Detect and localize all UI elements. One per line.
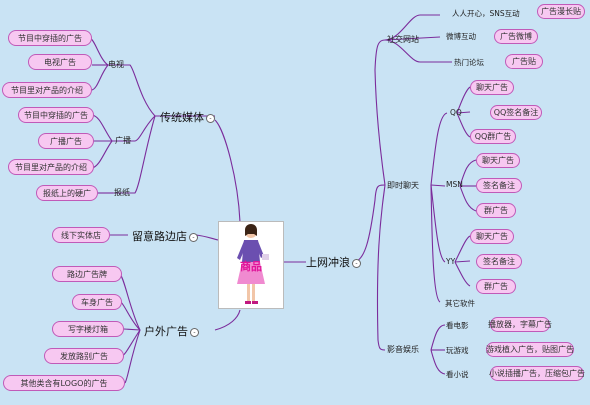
sub-radio[interactable]: 广播 — [115, 136, 131, 145]
newspaper-item-1[interactable]: 报纸上的硬广 — [36, 185, 98, 201]
outdoor-item-3[interactable]: 写字楼灯箱 — [52, 321, 124, 337]
outdoor-item-4[interactable]: 发放路别广告 — [44, 348, 124, 364]
msn-item-1[interactable]: 聊天广告 — [476, 153, 520, 168]
media-row-3-item[interactable]: 小说插播广告，压缩包广告 — [489, 366, 585, 381]
branch-roadside-label: 留意路边店 — [132, 230, 187, 243]
msn-item-3[interactable]: 群广告 — [476, 203, 516, 218]
social-row-3-label[interactable]: 热门论坛 — [454, 58, 484, 67]
collapse-icon[interactable]: - — [206, 113, 215, 123]
msn-item-2[interactable]: 签名备注 — [476, 178, 522, 193]
center-node[interactable]: 商品 — [218, 221, 284, 309]
connector-center-outdoor — [214, 309, 241, 331]
social-row-1-item[interactable]: 广告漫长贴 — [537, 4, 585, 19]
roadside-item-1[interactable]: 线下实体店 — [52, 227, 110, 243]
woman-figure-icon — [237, 224, 269, 304]
social-row-2-item[interactable]: 广告微博 — [494, 29, 538, 44]
social-row-1-label[interactable]: 人人开心，SNS互动 — [452, 9, 520, 18]
qq-item-1[interactable]: 聊天广告 — [470, 80, 514, 95]
outdoor-item-5[interactable]: 其他类含有LOGO的广告 — [3, 375, 125, 391]
connector-center-traditional — [214, 119, 241, 223]
sub-im[interactable]: 即时聊天 — [387, 181, 419, 190]
connector-center-roadside — [195, 234, 219, 241]
sub-media[interactable]: 影音娱乐 — [387, 345, 419, 354]
collapse-icon[interactable]: - — [352, 258, 361, 268]
media-row-2-label[interactable]: 玩游戏 — [446, 346, 469, 355]
tv-item-3[interactable]: 节目里对产品的介绍 — [2, 82, 92, 98]
social-row-3-item[interactable]: 广告贴 — [505, 54, 543, 69]
branch-outdoor[interactable]: 户外广告- — [144, 323, 199, 339]
radio-item-2[interactable]: 广播广告 — [38, 133, 94, 149]
im-yy[interactable]: YY — [446, 257, 456, 266]
media-row-1-item[interactable]: 播放器，字幕广告 — [488, 317, 552, 332]
outdoor-item-1[interactable]: 路边广告牌 — [52, 266, 122, 282]
qq-item-2[interactable]: QQ签名备注 — [490, 105, 542, 120]
collapse-icon[interactable]: - — [189, 232, 198, 242]
branch-roadside[interactable]: 留意路边店- — [132, 228, 198, 244]
im-qq[interactable]: QQ — [450, 108, 462, 117]
branch-outdoor-label: 户外广告 — [144, 325, 188, 338]
sub-tv[interactable]: 电视 — [108, 60, 124, 69]
radio-item-3[interactable]: 节目里对产品的介绍 — [8, 159, 94, 175]
tv-item-1[interactable]: 节目中穿插的广告 — [8, 30, 92, 46]
sub-social[interactable]: 社交网站 — [387, 35, 419, 44]
yy-item-2[interactable]: 签名备注 — [476, 254, 522, 269]
center-title: 商品 — [240, 260, 262, 273]
yy-item-1[interactable]: 聊天广告 — [470, 229, 514, 244]
branch-online-label: 上网冲浪 — [306, 256, 350, 269]
branch-traditional-media[interactable]: 传统媒体- — [160, 109, 215, 125]
social-row-2-label[interactable]: 微博互动 — [446, 32, 476, 41]
outdoor-item-2[interactable]: 车身广告 — [72, 294, 122, 310]
media-row-1-label[interactable]: 看电影 — [446, 321, 469, 330]
media-row-3-label[interactable]: 看小说 — [446, 370, 469, 379]
tv-item-2[interactable]: 电视广告 — [28, 54, 92, 70]
qq-item-3[interactable]: QQ群广告 — [470, 129, 516, 144]
radio-item-1[interactable]: 节目中穿插的广告 — [18, 107, 94, 123]
yy-item-3[interactable]: 群广告 — [476, 279, 516, 294]
collapse-icon[interactable]: - — [190, 327, 199, 337]
im-msn[interactable]: MSN — [446, 180, 463, 189]
im-other[interactable]: 其它软件 — [445, 299, 475, 308]
branch-traditional-media-label: 传统媒体 — [160, 111, 204, 124]
sub-newspaper[interactable]: 报纸 — [114, 188, 130, 197]
media-row-2-item[interactable]: 游戏植入广告，贴图广告 — [486, 342, 574, 357]
branch-online[interactable]: 上网冲浪- — [306, 254, 361, 270]
